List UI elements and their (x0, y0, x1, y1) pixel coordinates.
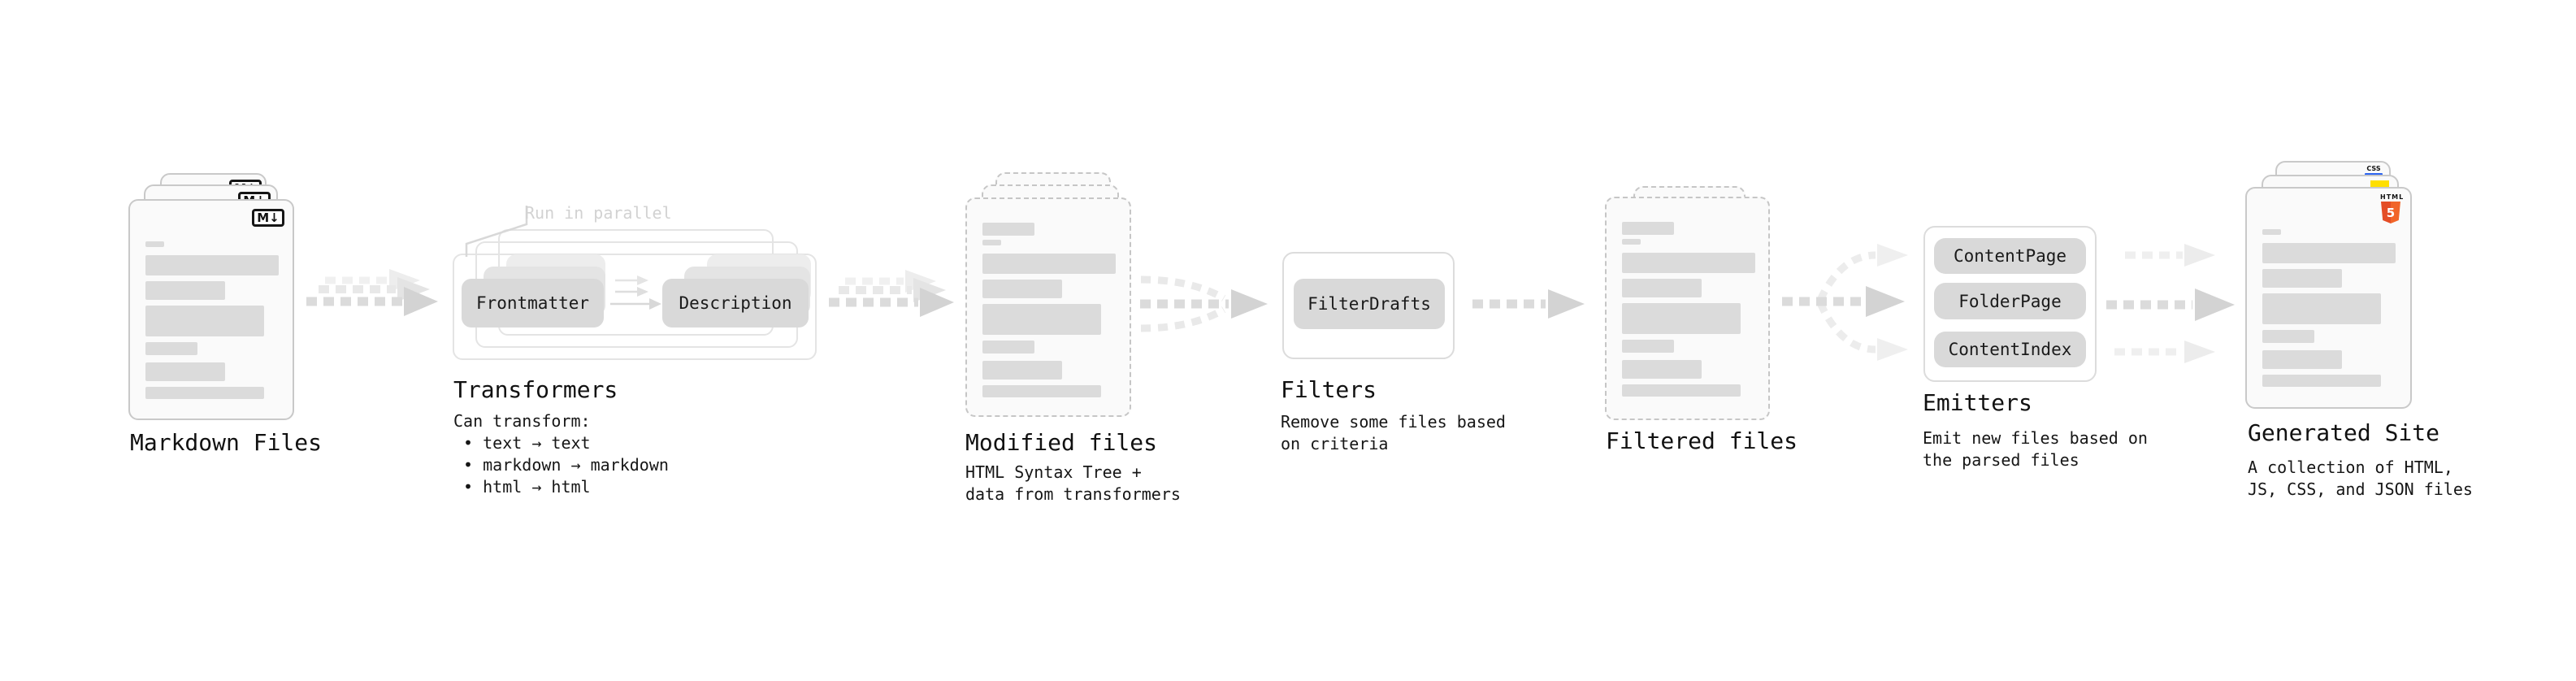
frontmatter-chip: Frontmatter (462, 279, 604, 327)
html5-icon-shield: 5 (2381, 202, 2400, 223)
transformer-box-front (453, 254, 817, 360)
filtered-files-label: Filtered files (1606, 427, 1798, 454)
contentpage-chip: ContentPage (1934, 238, 2086, 274)
contentindex-chip-label: ContentIndex (1948, 340, 2072, 359)
filtered-file-card-front (1605, 197, 1770, 420)
folderpage-chip-label: FolderPage (1958, 291, 2062, 311)
filters-label: Filters (1281, 376, 1377, 403)
markdown-file-card-front: M↓ (128, 199, 294, 420)
arrow-modified-to-filters (1140, 275, 1268, 332)
modified-files-description: HTML Syntax Tree + data from transformer… (965, 462, 1181, 504)
contentpage-chip-label: ContentPage (1953, 246, 2067, 266)
transformers-label: Transformers (453, 376, 618, 403)
markdown-icon-label: M↓ (257, 210, 280, 225)
filterdrafts-chip-label: FilterDrafts (1308, 294, 1431, 314)
generated-site-label: Generated Site (2248, 419, 2440, 446)
markdown-icon: M↓ (252, 209, 284, 227)
arrow-emitters-to-generated (2106, 244, 2235, 363)
modified-file-card-front (965, 197, 1131, 417)
modified-files-label: Modified files (965, 429, 1158, 456)
emitters-description: Emit new files based on the parsed files (1923, 428, 2148, 470)
js-icon (2370, 180, 2389, 189)
description-chip: Description (662, 279, 809, 327)
filterdrafts-chip: FilterDrafts (1294, 279, 1445, 329)
arrow-transformers-to-modified (829, 270, 954, 317)
markdown-files-label: Markdown Files (130, 429, 323, 456)
arrow-filters-to-filtered (1472, 289, 1585, 319)
arrow-markdown-to-transformers (306, 269, 438, 316)
description-chip-label: Description (679, 293, 792, 313)
transformers-description: Can transform: • text → text • markdown … (453, 411, 669, 497)
html5-icon: HTML 5 (2380, 193, 2405, 223)
emitters-label: Emitters (1923, 389, 2032, 416)
html-file-card-front: HTML 5 (2245, 187, 2412, 409)
contentindex-chip: ContentIndex (1934, 332, 2086, 367)
frontmatter-chip-label: Frontmatter (475, 293, 590, 313)
html5-icon-word: HTML (2380, 193, 2405, 201)
css-icon-label: CSS (2366, 165, 2381, 172)
run-in-parallel-note: Run in parallel (525, 203, 672, 223)
generated-site-description: A collection of HTML, JS, CSS, and JSON … (2248, 458, 2473, 499)
folderpage-chip: FolderPage (1934, 283, 2086, 319)
arrow-filtered-to-emitters (1782, 244, 1908, 361)
filters-description: Remove some files based on criteria (1281, 412, 1506, 453)
html5-icon-number: 5 (2386, 205, 2396, 220)
